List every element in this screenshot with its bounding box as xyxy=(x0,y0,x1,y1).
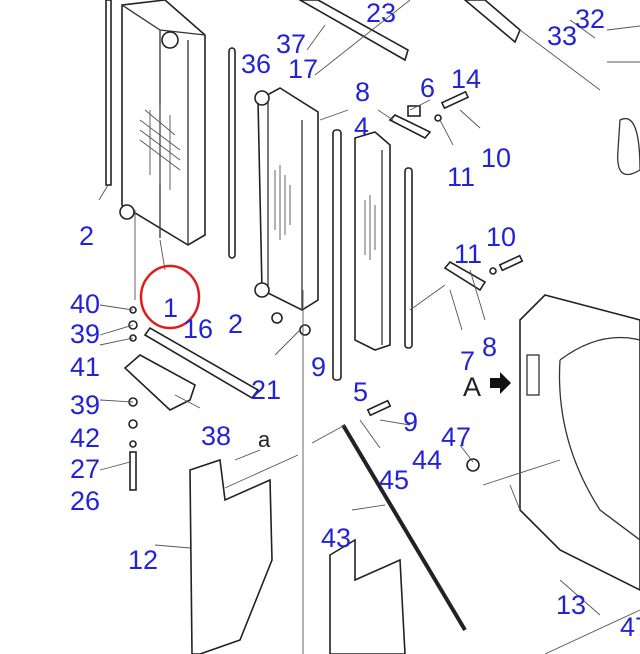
radiator-part-1 xyxy=(119,0,206,246)
callout-10b[interactable]: 10 xyxy=(486,222,516,252)
callout-2[interactable]: 2 xyxy=(79,221,94,251)
callout-23[interactable]: 23 xyxy=(366,0,396,28)
rod-part-9b xyxy=(404,167,413,349)
callout-9b[interactable]: 9 xyxy=(403,407,418,437)
callout-26[interactable]: 26 xyxy=(70,486,100,516)
leader-lines xyxy=(98,0,640,654)
callout-36[interactable]: 36 xyxy=(241,49,271,79)
callout-39[interactable]: 39 xyxy=(70,319,100,349)
callout-1[interactable]: 1 xyxy=(163,293,178,323)
callout-21[interactable]: 21 xyxy=(251,375,281,405)
intercooler-part-17 xyxy=(254,87,319,311)
rod-part-2b xyxy=(228,47,236,259)
plate-part-8 xyxy=(388,114,432,140)
callout-16[interactable]: 16 xyxy=(183,314,213,344)
callout-14[interactable]: 14 xyxy=(451,64,481,94)
callout-33[interactable]: 33 xyxy=(547,21,577,51)
callout-45[interactable]: 45 xyxy=(379,465,409,495)
callout-11[interactable]: 11 xyxy=(447,162,475,192)
shroud-part-12 xyxy=(189,458,273,654)
callout-8b[interactable]: 8 xyxy=(482,332,497,362)
rod-part-45 xyxy=(341,423,467,632)
rod-part-9 xyxy=(332,129,342,381)
callout-39b[interactable]: 39 xyxy=(70,390,100,420)
callout-2b[interactable]: 2 xyxy=(228,309,243,339)
callout-7[interactable]: 7 xyxy=(460,346,475,376)
callout-6[interactable]: 6 xyxy=(420,73,435,103)
callout-43[interactable]: 43 xyxy=(321,523,351,553)
callout-5[interactable]: 5 xyxy=(353,377,368,407)
fasteners xyxy=(128,90,524,491)
callout-12[interactable]: 12 xyxy=(128,545,158,575)
bracket-part-37 xyxy=(298,0,409,62)
callout-41[interactable]: 41 xyxy=(70,352,100,382)
callout-13[interactable]: 13 xyxy=(556,590,586,620)
callout-32[interactable]: 32 xyxy=(575,4,605,34)
callout-27[interactable]: 27 xyxy=(70,454,100,484)
view-marker-a: A xyxy=(463,372,481,402)
shroud-part-43 xyxy=(329,538,406,654)
callout-10[interactable]: 10 xyxy=(481,143,511,173)
fan-shroud-part-13 xyxy=(519,117,640,591)
bracket-part-33 xyxy=(463,0,521,44)
callout-44[interactable]: 44 xyxy=(412,445,442,475)
callout-11b[interactable]: 11 xyxy=(454,239,482,269)
view-arrow-icon xyxy=(490,372,511,394)
bar-part-21 xyxy=(143,326,260,400)
callout-38[interactable]: 38 xyxy=(201,421,231,451)
callout-42[interactable]: 42 xyxy=(70,423,100,453)
callout-47[interactable]: 47 xyxy=(441,422,471,452)
callout-4[interactable]: 4 xyxy=(354,112,369,142)
callout-40[interactable]: 40 xyxy=(70,289,100,319)
highlight-circle xyxy=(139,264,201,330)
clip-part-6 xyxy=(407,105,421,117)
callout-8[interactable]: 8 xyxy=(355,77,370,107)
callout-47b[interactable]: 47 xyxy=(620,612,640,642)
detail-marker-a: a xyxy=(258,427,271,452)
callout-37[interactable]: 37 xyxy=(276,29,306,59)
callout-17[interactable]: 17 xyxy=(288,54,318,84)
plate-part-7 xyxy=(443,260,487,292)
callout-labels[interactable]: 32 33 23 37 36 17 8 6 14 4 10 11 2 10 11… xyxy=(70,0,640,642)
rod-part-2 xyxy=(105,0,112,186)
oil-cooler-part-4 xyxy=(354,131,391,351)
callout-9[interactable]: 9 xyxy=(311,352,326,382)
